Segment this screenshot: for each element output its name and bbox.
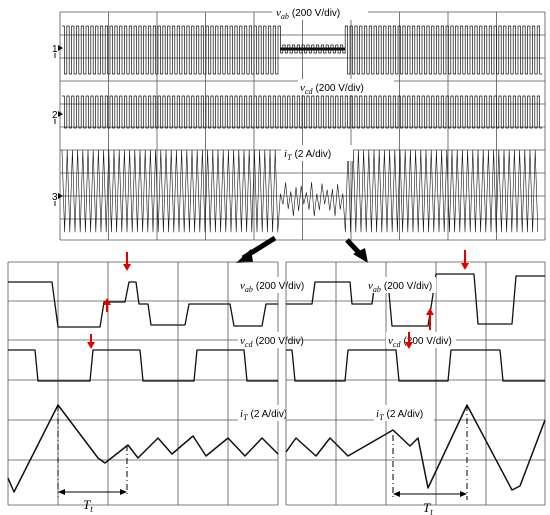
channel-1-marker: 1 [52,44,58,55]
zoom-left-label-vcd: vcd(200 V/div) [238,332,308,349]
svg-text:iT(2 A/div): iT(2 A/div) [376,408,423,422]
channel-3-marker: 3 [52,192,58,203]
channel-2-marker: 2 [52,110,58,121]
zoom-right-traces [285,273,546,491]
top-label-vcd: vcd(200 V/div) [298,79,394,96]
red-arrow-head [123,264,131,271]
red-arrow-head [87,342,95,349]
svg-text:vcd(200 V/div): vcd(200 V/div) [388,335,452,349]
zoom-right-label-vab: vab(200 V/div) [366,277,436,294]
zoom-left-panel: vab(200 V/div) vcd(200 V/div) iT(2 A/div… [7,261,308,514]
svg-text:vcd(200 V/div): vcd(200 V/div) [240,335,304,349]
svg-text:iT(2 A/div): iT(2 A/div) [240,408,287,422]
zoom-left-label-it: iT(2 A/div) [238,405,298,422]
svg-text:vab(200 V/div): vab(200 V/div) [368,280,432,294]
trace-vcd [286,349,545,382]
top-traces [54,25,542,233]
svg-text:Tt: Tt [423,500,433,515]
red-arrow-head [461,263,469,270]
zoom-right-label-vcd: vcd(200 V/div) [386,332,456,349]
zoom-left-grid [7,261,279,506]
svg-text:vcd(200 V/div): vcd(200 V/div) [300,82,364,96]
zoom-left-traces [7,281,279,493]
zoom-right-panel: vab(200 V/div) vcd(200 V/div) iT(2 A/div… [285,261,546,515]
svg-text:vab(200 V/div): vab(200 V/div) [240,280,304,294]
trace-vab [286,273,545,327]
trace-top-vcd [62,95,542,129]
channel-marker-arrow [58,111,63,117]
trace-it [285,404,546,491]
top-panel: 1 2 3 vab(200 V/div) vcd(200 V/div) iT(2… [52,4,546,241]
svg-text:Tt: Tt [83,497,93,514]
top-label-vab: vab(200 V/div) [272,4,368,21]
red-arrow-head [405,342,413,349]
zoom-right-grid [285,261,546,506]
channel-marker-arrow [58,45,63,51]
zoom-right-interval: Tt [392,405,468,515]
trace-it [7,404,279,493]
zoom-right-label-it: iT(2 A/div) [374,405,434,422]
svg-text:vab(200 V/div): vab(200 V/div) [276,7,340,21]
trace-vcd [8,349,278,382]
red-arrow-head [426,308,434,315]
zoom-left-label-vab: vab(200 V/div) [238,277,308,294]
trace-vab [8,281,278,328]
zoom-left-interval: Tt [57,405,128,514]
red-arrows [87,250,469,349]
svg-text:iT(2 A/div): iT(2 A/div) [284,148,331,162]
trace-top-it [61,149,539,233]
channel-marker-arrow [58,193,63,199]
zoom-arrows [236,235,368,263]
top-label-it: iT(2 A/div) [281,145,353,162]
red-arrow-head [103,298,111,305]
